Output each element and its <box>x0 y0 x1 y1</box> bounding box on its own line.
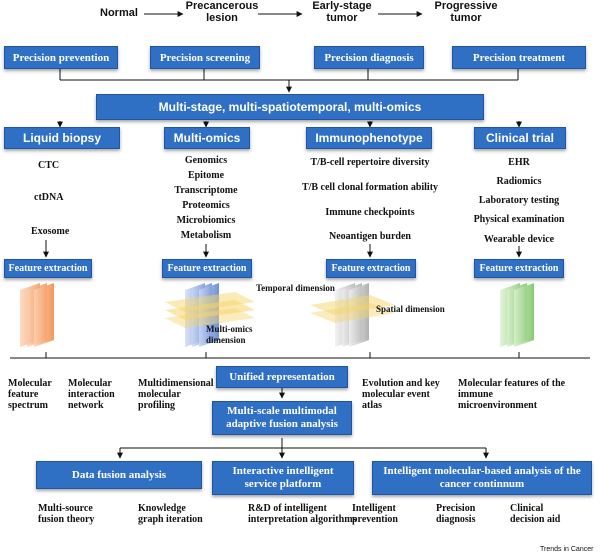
multi-stage-banner: Multi-stage, multi-spatiotemporal, multi… <box>96 94 484 120</box>
multiomics-dimension-label: Multi-omics dimension <box>206 324 253 345</box>
item-clinical-decision-aid: Clinical decision aid <box>510 503 561 525</box>
output-evolution-atlas: Evolution and key molecular event atlas <box>362 378 440 411</box>
unified-representation-box: Unified representation <box>216 366 348 388</box>
item-clonal-formation: T/B cell clonal formation ability <box>301 182 439 193</box>
item-laboratory-testing: Laboratory testing <box>478 195 560 206</box>
item-precision-diagnosis: Precision diagnosis <box>436 503 476 525</box>
multiomics-layers <box>165 283 255 347</box>
item-ctdna: ctDNA <box>34 192 64 203</box>
data-fusion-analysis-box: Data fusion analysis <box>36 461 202 489</box>
footer-journal: Trends in Cancer <box>540 546 594 553</box>
output-molecular-feature-spectrum: Molecular feature spectrum <box>8 378 52 411</box>
fusion-analysis-box: Multi-scale multimodal adaptive fusion a… <box>212 401 352 435</box>
item-exosome: Exosome <box>31 226 70 237</box>
item-multi-source-fusion: Multi-source fusion theory <box>38 503 95 525</box>
spatial-dimension-label: Spatial dimension <box>376 304 445 314</box>
precision-screening-box: Precision screening <box>150 46 260 69</box>
item-neoantigen-burden: Neoantigen burden <box>329 231 411 242</box>
item-physical-examination: Physical examination <box>473 214 565 225</box>
liquid-biopsy-title: Liquid biopsy <box>4 127 120 149</box>
intelligent-analysis-box: Intelligent molecular-based analysis of … <box>372 461 592 495</box>
precision-diagnosis-box: Precision diagnosis <box>314 46 424 69</box>
interactive-platform-box: Interactive intelligent service platform <box>212 461 354 495</box>
item-ctc: CTC <box>38 160 60 171</box>
item-intelligent-prevention: Intelligent prevention <box>352 503 398 525</box>
feature-extraction-box-2: Feature extraction <box>162 259 252 278</box>
item-microbiomics: Microbiomics <box>176 215 236 226</box>
item-radiomics: Radiomics <box>496 176 542 187</box>
timeline-normal: Normal <box>100 7 138 19</box>
item-ehr: EHR <box>508 157 530 168</box>
output-multidimensional-profiling: Multidimensional molecular profiling <box>138 378 214 411</box>
clinical-trial-title: Clinical trial <box>474 127 566 149</box>
item-immune-checkpoints: Immune checkpoints <box>325 207 415 218</box>
feature-extraction-box-4: Feature extraction <box>474 259 564 278</box>
temporal-dimension-label: Temporal dimension <box>256 283 335 293</box>
item-repertoire-diversity: T/B-cell repertoire diversity <box>310 157 430 168</box>
multi-omics-title: Multi-omics <box>164 127 250 149</box>
feature-extraction-box-1: Feature extraction <box>4 259 92 278</box>
item-metabolism: Metabolism <box>180 230 232 241</box>
immunophenotype-title: Immunophenotype <box>306 127 432 149</box>
feature-extraction-box-3: Feature extraction <box>326 259 416 278</box>
item-genomics: Genomics <box>184 155 228 166</box>
precision-prevention-box: Precision prevention <box>4 46 118 69</box>
liquid-biopsy-layers <box>20 283 54 347</box>
clinical-trial-layers <box>500 283 534 347</box>
immunophenotype-layers <box>310 283 395 347</box>
output-immune-microenvironment: Molecular features of the immune microen… <box>458 378 566 411</box>
timeline-progressive: Progressive tumor <box>434 0 498 24</box>
output-molecular-interaction-network: Molecular interaction network <box>68 378 115 411</box>
item-knowledge-graph: Knowledge graph iteration <box>138 503 203 525</box>
item-rd-algorithms: R&D of intelligent interpretation algori… <box>248 503 357 525</box>
item-transcriptome: Transcriptome <box>174 185 238 196</box>
timeline-precancerous: Precancerous lesion <box>185 0 259 24</box>
item-epitome: Epitome <box>187 170 225 181</box>
item-wearable-device: Wearable device <box>483 234 555 245</box>
timeline-early-stage: Early-stage tumor <box>312 0 372 24</box>
precision-treatment-box: Precision treatment <box>452 46 586 69</box>
item-proteomics: Proteomics <box>182 200 230 211</box>
